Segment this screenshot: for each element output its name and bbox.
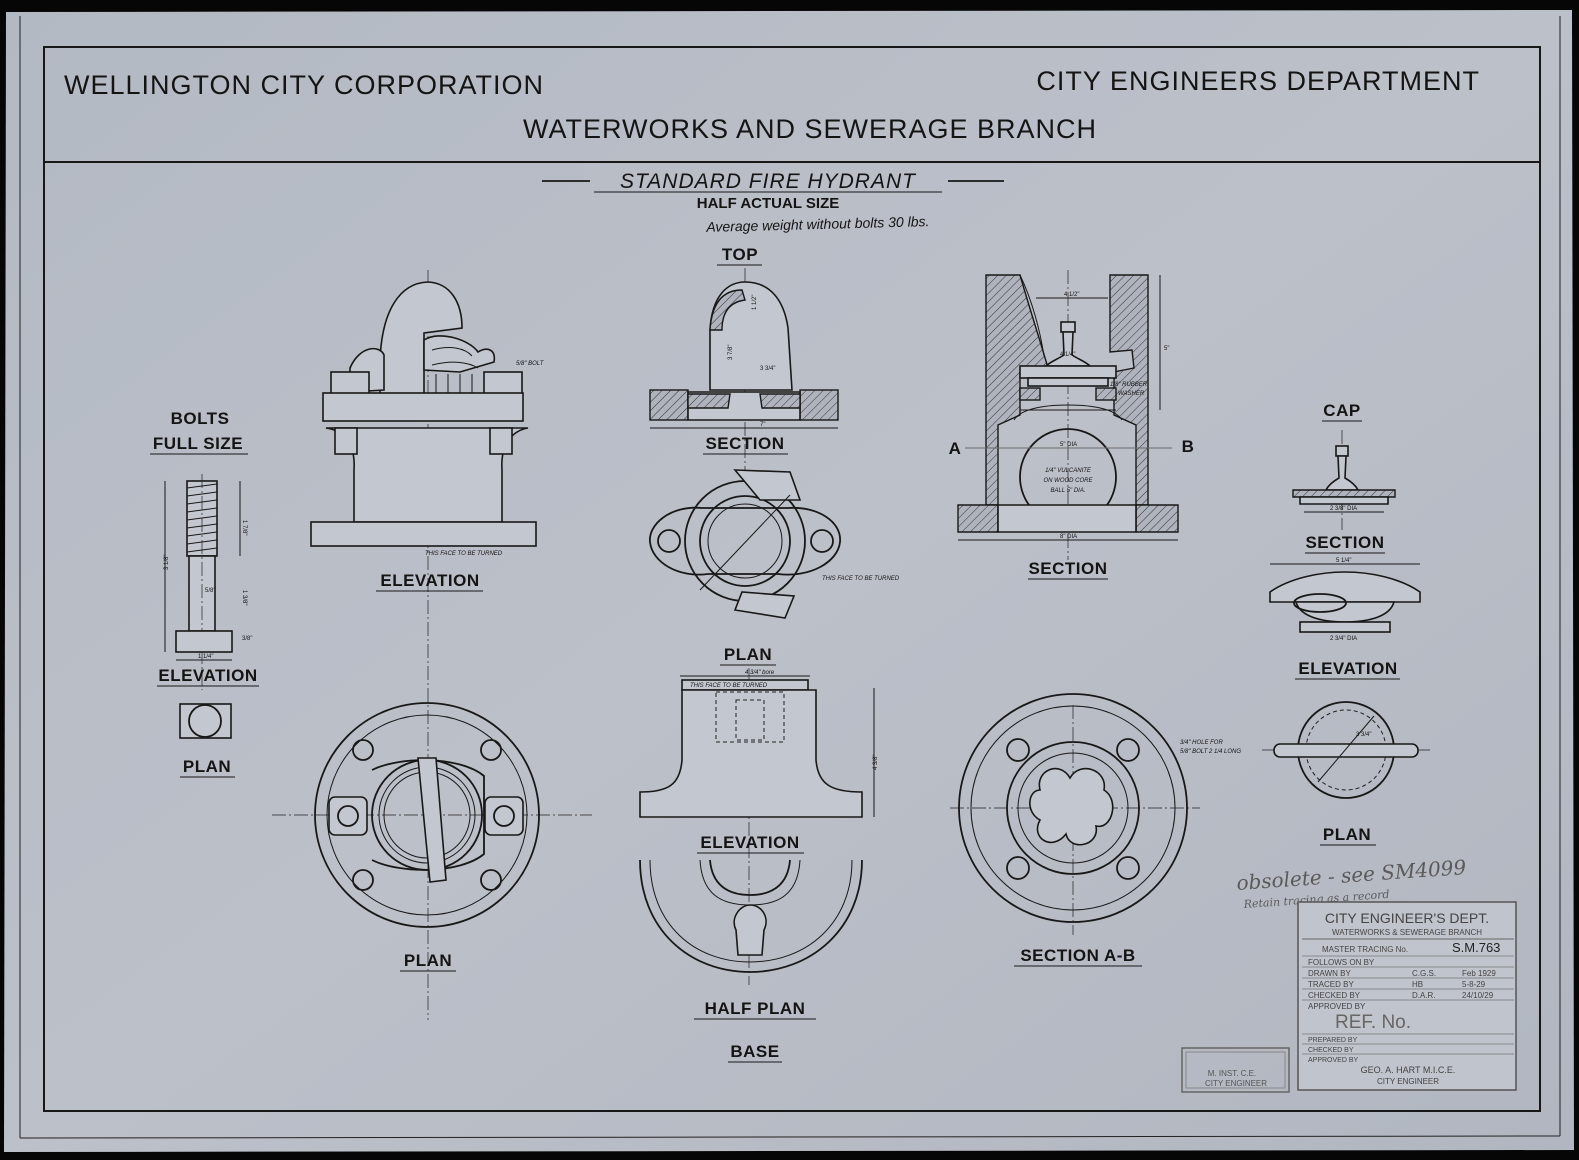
title-block-master-label: MASTER TRACING No.: [1322, 945, 1408, 954]
trim-line-bottom: [19, 1135, 1561, 1139]
top-dim-3875: 3 7/8": [728, 345, 734, 360]
title-block-row-label: TRACED BY: [1308, 980, 1354, 989]
base-dim-bore: 4 3/4" bore: [745, 670, 775, 676]
top-section-label: SECTION: [705, 434, 784, 453]
bolt-dim-width: 1 1/4": [198, 654, 213, 660]
section-vulcanite-3: BALL 5" DIA.: [1050, 488, 1085, 494]
title-block-row-label: CHECKED BY: [1308, 991, 1361, 1000]
drawing-scale: HALF ACTUAL SIZE: [697, 195, 840, 212]
section-dim-height: 5": [1164, 346, 1169, 352]
drawing-title: STANDARD FIRE HYDRANT: [620, 170, 917, 193]
bolt-dim-shank: 1 3/8": [241, 590, 247, 605]
main-elevation-view: THIS FACE TO BE TURNED 5/8" BOLT ELEVATI…: [310, 270, 545, 1020]
bolts-title: BOLTS: [171, 409, 230, 428]
section-dim-top: 4 1/2": [1064, 292, 1079, 298]
section-vulcanite-1: 1/4" VULCANITE: [1045, 468, 1092, 474]
title-block-row-date: Feb 1929: [1462, 969, 1496, 978]
engineer-stamp-line-1: M. INST. C.E.: [1208, 1069, 1256, 1078]
section-vulcanite-2: ON WOOD CORE: [1044, 478, 1094, 484]
main-plan-label: PLAN: [404, 951, 452, 970]
title-block-engineer-title: CITY ENGINEER: [1377, 1077, 1439, 1086]
cap-plan-label: PLAN: [1323, 825, 1371, 844]
section-cut-b: B: [1182, 437, 1195, 456]
title-block-row-date: 5-8-29: [1462, 980, 1486, 989]
bolts-view: BOLTS FULL SIZE 3 1/8" 1 7/8" 1 3/8" 5/8…: [150, 409, 259, 778]
section-washer-1: 1/8" RUBBER: [1110, 382, 1148, 388]
main-elevation-label: ELEVATION: [380, 571, 479, 590]
title-block-row-label: APPROVED BY: [1308, 1002, 1366, 1011]
bolt-dim-thread: 1 7/8": [241, 520, 247, 535]
section-label: SECTION: [1028, 559, 1107, 578]
top-plan-note: THIS FACE TO BE TURNED: [822, 576, 900, 582]
cap-dim-base: 2 3/4" DIA: [1330, 636, 1357, 642]
base-dim-height: 4 3/8": [873, 755, 879, 770]
bolts-subtitle: FULL SIZE: [153, 434, 243, 453]
top-plan-label: PLAN: [724, 645, 772, 664]
cap-dim-dia: 2 3/8" DIA: [1330, 506, 1357, 512]
section-ab-label: SECTION A-B: [1020, 946, 1135, 965]
header-department: CITY ENGINEERS DEPARTMENT: [1036, 66, 1480, 96]
cap-dim-width: 5 1/4": [1336, 558, 1351, 564]
title-block-lower-label: APPROVED BY: [1308, 1057, 1359, 1064]
title-block-master-no: S.M.763: [1452, 940, 1500, 955]
title-block-row-date: 24/10/29: [1462, 991, 1494, 1000]
section-view: 1/4" VULCANITE ON WOOD CORE BALL 5" DIA.…: [949, 270, 1195, 580]
title-block-row-initials: D.A.R.: [1412, 991, 1436, 1000]
cap-dim-plan: 3 3/4": [1356, 732, 1371, 738]
bolts-elevation-label: ELEVATION: [158, 666, 257, 685]
title-block: CITY ENGINEER'S DEPT. WATERWORKS & SEWER…: [1297, 901, 1517, 1091]
title-block-row-label: DRAWN BY: [1308, 969, 1351, 978]
bolt-dim-dia: 5/8": [205, 588, 215, 594]
section-ab-hole-1: 3/4" HOLE FOR: [1180, 740, 1223, 746]
section-ab-view: 3/4" HOLE FOR 5/8" BOLT 2 1/4 LONG SECTI…: [950, 693, 1241, 967]
bolt-dim-length: 3 1/8": [164, 555, 170, 570]
title-block-lower-label: PREPARED BY: [1308, 1037, 1358, 1044]
top-section-view: TOP 7" 3 3/4" 1 1/2" 3 7/8" SECTION: [649, 245, 839, 470]
title-block-row-label: FOLLOWS ON BY: [1308, 958, 1375, 967]
main-elevation-note: THIS FACE TO BE TURNED: [425, 551, 503, 557]
section-cut-a: A: [949, 439, 962, 458]
top-dim-375: 3 3/4": [760, 366, 775, 372]
drawing-weight-note: Average weight without bolts 30 lbs.: [705, 213, 929, 235]
bolt-dim-head: 3/8": [242, 636, 252, 642]
base-half-plan-view: HALF PLAN BASE: [639, 859, 863, 1063]
section-washer-2: WASHER: [1118, 391, 1145, 397]
cap-section-label: SECTION: [1305, 533, 1384, 552]
title-block-row-initials: C.G.S.: [1412, 969, 1436, 978]
top-dim-7: 7": [760, 422, 765, 428]
section-dim-mid: 4 1/4": [1060, 352, 1075, 358]
title-block-lower-label: CHECKED BY: [1308, 1047, 1354, 1054]
engineer-stamp: M. INST. C.E. CITY ENGINEER: [1181, 1047, 1290, 1093]
base-elevation-note: THIS FACE TO BE TURNED: [690, 683, 768, 689]
section-dim-inner: 5" DIA: [1060, 442, 1077, 448]
cap-label: CAP: [1323, 401, 1360, 420]
main-elevation-bolt-note: 5/8" BOLT: [516, 361, 545, 367]
base-elevation-label: ELEVATION: [700, 833, 799, 852]
header-corporation: WELLINGTON CITY CORPORATION: [64, 70, 544, 100]
top-plan-view: THIS FACE TO BE TURNED PLAN: [649, 469, 900, 666]
section-ab-hole-2: 5/8" BOLT 2 1/4 LONG: [1180, 749, 1241, 755]
title-block-engineer: GEO. A. HART M.I.C.E.: [1361, 1065, 1456, 1075]
cap-elevation-label: ELEVATION: [1298, 659, 1397, 678]
bolts-plan-label: PLAN: [183, 757, 231, 776]
header-branch: WATERWORKS AND SEWERAGE BRANCH: [523, 114, 1097, 144]
base-elevation-view: 4 3/4" bore THIS FACE TO BE TURNED 4 3/8…: [639, 668, 879, 985]
base-half-plan-label: HALF PLAN: [705, 999, 806, 1018]
engineer-stamp-line-2: CITY ENGINEER: [1205, 1079, 1267, 1088]
section-dim-base: 8" DIA: [1060, 534, 1077, 540]
outer-border: [43, 46, 1541, 1112]
base-label: BASE: [730, 1042, 779, 1061]
title-block-row-initials: HB: [1412, 980, 1423, 989]
title-block-dept: CITY ENGINEER'S DEPT.: [1325, 910, 1489, 926]
top-label: TOP: [722, 245, 758, 264]
main-plan-view: PLAN: [272, 702, 592, 972]
title-block-ref: REF. No.: [1335, 1012, 1411, 1033]
cap-view: CAP 2 3/8" DIA SECTION 5 1/4" 2 3/4" DIA…: [1262, 401, 1432, 846]
title-block-branch: WATERWORKS & SEWERAGE BRANCH: [1332, 928, 1482, 937]
top-dim-15: 1 1/2": [752, 295, 758, 310]
